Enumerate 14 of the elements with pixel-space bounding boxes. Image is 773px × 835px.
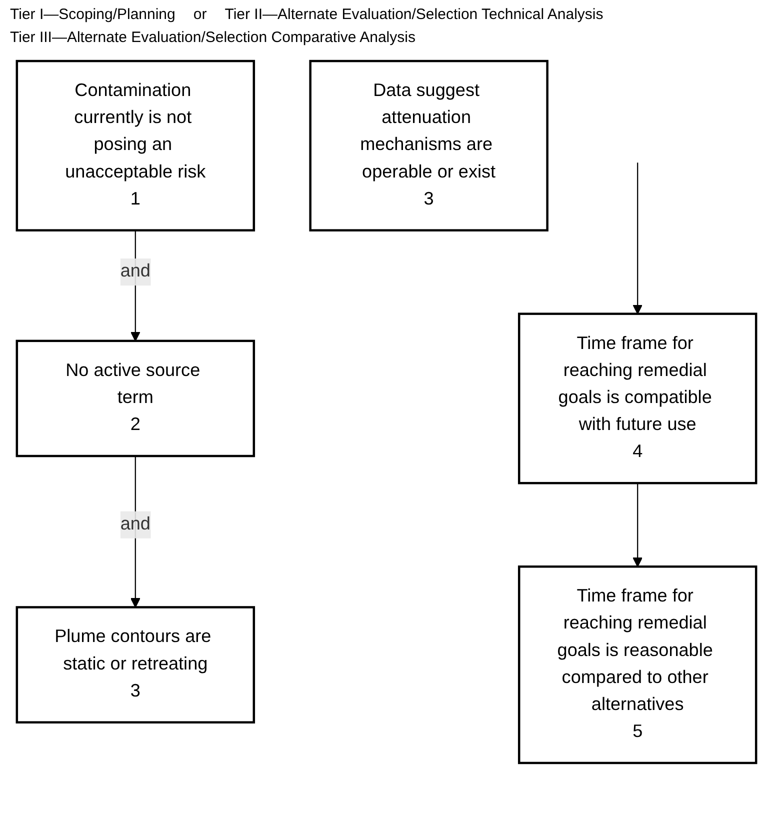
node-box: Time frame for reaching remedial goals is reasonable compared to other alternatives 5 (518, 565, 758, 764)
node-box: No active source term 2 (16, 340, 256, 458)
edge-label: and (120, 514, 150, 534)
label-text: or (193, 6, 207, 23)
label-text: Tier III—Alternate Evaluation/Selection Comparative Analysis (10, 29, 416, 46)
arrow (632, 162, 643, 314)
node-box: Data suggest attenuation mechanisms are operable or exist 3 (309, 60, 548, 232)
edge-label: and (120, 262, 150, 282)
label-text: Tier I—Scoping/Planning (10, 6, 176, 23)
label-text: Tier II—Alternate Evaluation/Selection Technical Analysis (224, 6, 604, 23)
node-box: Contamination currently is not posing an unacceptable risk 1 (16, 60, 256, 232)
arrow (632, 483, 643, 568)
node-box: Plume contours are static or retreating 3 (16, 606, 256, 724)
node-box: Time frame for reaching remedial goals is compatible with future use 4 (518, 312, 758, 484)
